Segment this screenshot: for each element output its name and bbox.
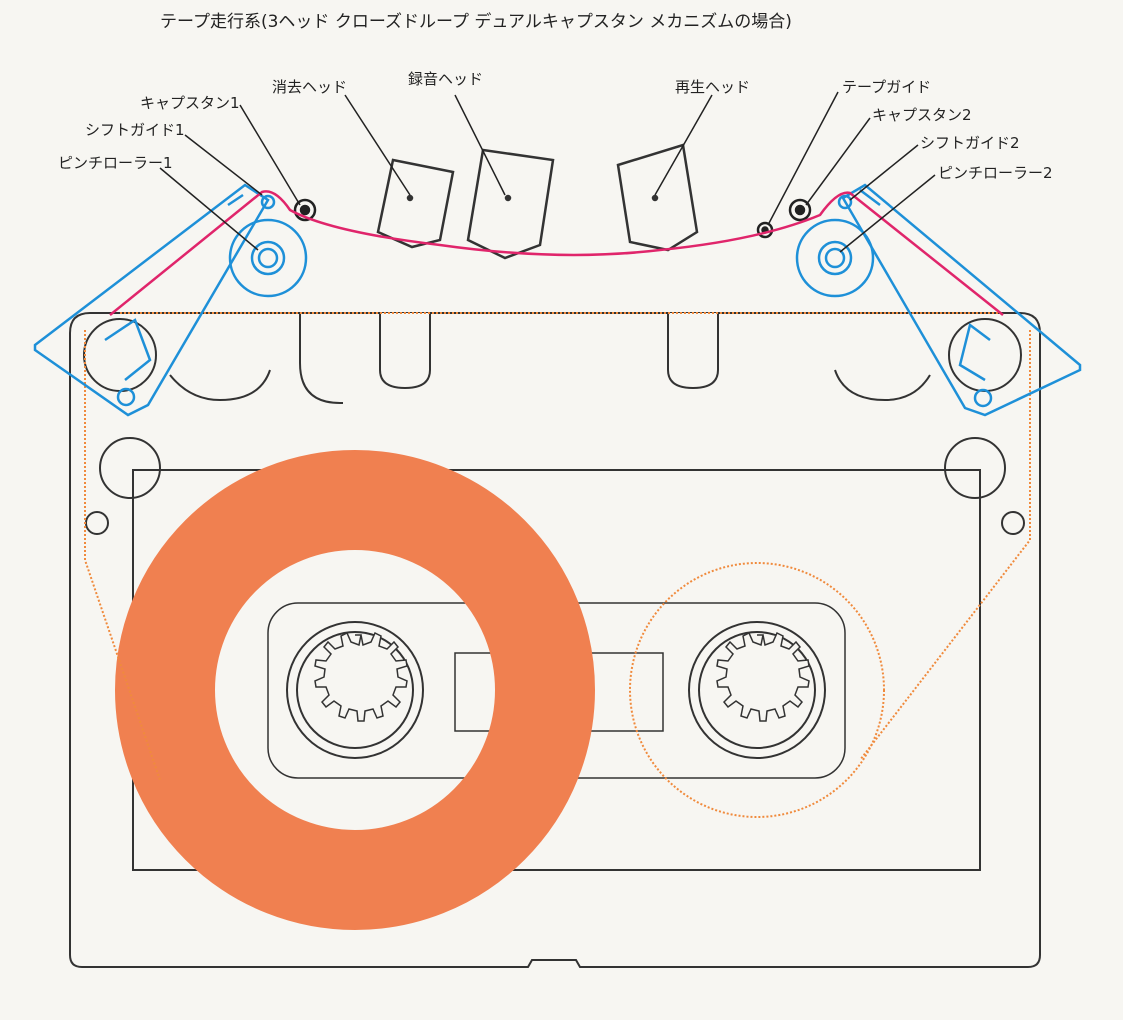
- cassette-shell: [69, 312, 1041, 968]
- playback-head: [616, 143, 699, 252]
- diagram-title: テープ走行系(3ヘッド クローズドループ デュアルキャプスタン メカニズムの場合…: [160, 11, 792, 32]
- label-capstan-2: キャプスタン2: [872, 106, 972, 124]
- tape-path-heads: [109, 190, 1004, 316]
- capstan-2: [788, 198, 812, 222]
- hub-left: [286, 621, 424, 759]
- label-shift-guide-2: シフトガイド2: [920, 134, 1020, 152]
- label-pinch-roller-2: ピンチローラー2: [938, 164, 1053, 182]
- label-capstan-1: キャプスタン1: [140, 94, 240, 112]
- record-head: [466, 148, 555, 260]
- label-playback-head: 再生ヘッド: [675, 78, 750, 96]
- cassette-corner-rollers: [83, 318, 1022, 402]
- label-erase-head: 消去ヘッド: [272, 78, 347, 96]
- label-record-head: 録音ヘッド: [408, 70, 483, 88]
- leader-lines: [159, 91, 936, 253]
- capstan-1: [293, 198, 317, 222]
- label-shift-guide-1: シフトガイド1: [85, 121, 185, 139]
- label-pinch-roller-1: ピンチローラー1: [58, 154, 173, 172]
- tape-path-cassette: [84, 312, 1031, 781]
- erase-head: [376, 158, 455, 249]
- label-tape-guide: テープガイド: [842, 78, 931, 96]
- tape-pack-takeup: [629, 562, 885, 818]
- tape-pack-supply: [115, 450, 595, 930]
- hub-right: [688, 621, 826, 759]
- pinch-roller-2-assembly: [795, 183, 1082, 417]
- pinch-roller-1-assembly: [33, 183, 308, 417]
